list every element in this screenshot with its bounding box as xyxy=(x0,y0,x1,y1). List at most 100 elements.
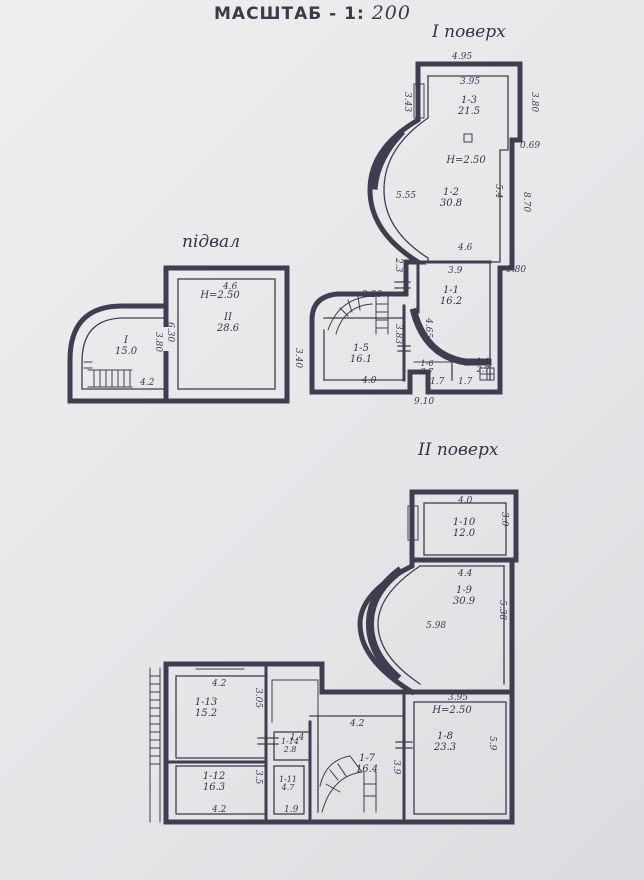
basement-dim-top: 4.6 xyxy=(223,282,238,292)
f1-dim-top-inner: 3.95 xyxy=(460,77,481,87)
floor2-plan xyxy=(149,489,519,825)
f2-room-1-14: 1-14 2.8 xyxy=(276,737,304,755)
room-id: 1-9 xyxy=(455,585,473,596)
f1-room-1-3: 1-3 21.5 xyxy=(454,95,484,117)
room-area: 30.8 xyxy=(439,197,463,209)
room-area: 30.9 xyxy=(452,595,476,607)
f1-room-1-4: 1-4 2.7 xyxy=(470,357,496,375)
floor1-outer-wall xyxy=(309,61,523,395)
f1-room-1-2-height: H=2.50 xyxy=(438,155,494,167)
room-area: 21.5 xyxy=(457,105,481,117)
room-id: 1-14 xyxy=(281,737,299,746)
f2-room-1-10: 1-10 12.0 xyxy=(444,517,484,539)
f2-dim-right-1-13: 3.05 xyxy=(253,688,263,709)
f1-dim-bottom-right: 0.80 xyxy=(506,265,527,275)
room-area: 15.0 xyxy=(114,345,138,357)
basement-title: підвал xyxy=(182,232,241,252)
f2-dim-top-1-10: 4.0 xyxy=(458,496,473,506)
room-id: 1-4 xyxy=(476,357,490,366)
room-area: 23.3 xyxy=(433,741,457,753)
room-height: H=2.50 xyxy=(200,290,240,301)
f1-dim-mid-width: 4.6 xyxy=(458,243,473,253)
floor1-stairs xyxy=(327,295,389,335)
f1-room-1-2: 1-2 30.8 xyxy=(434,187,468,209)
f1-dim-1-1-left: 2.3 xyxy=(393,258,403,273)
f1-dim-right-top: 3.80 xyxy=(529,92,539,113)
f1-dim-total-bottom: 9.10 xyxy=(414,397,435,407)
f1-dim-bottom-1-5: 4.0 xyxy=(362,376,377,386)
f1-dim-v-arc: 4.65 xyxy=(423,318,433,339)
f2-dim-right-1-9: 5.38 xyxy=(497,600,507,621)
basement-dim-v1: 3.80 xyxy=(153,332,163,353)
room-area: 15.2 xyxy=(194,707,218,719)
f1-dim-right-inner: 5.4 xyxy=(493,184,503,199)
f2-dim-left-1-7: 3.9 xyxy=(391,760,401,775)
basement-plan xyxy=(67,265,290,404)
f2-room-1-13: 1-13 15.2 xyxy=(188,697,224,719)
f2-room-1-11: 1-11 4.7 xyxy=(274,775,302,793)
f2-dim-arc-span: 5.98 xyxy=(426,621,447,631)
f1-dim-arc-width: 5.55 xyxy=(396,191,417,201)
basement-dim-v2: 6.30 xyxy=(165,322,175,343)
floor2-title: II поверх xyxy=(418,440,499,460)
room-id: 1-11 xyxy=(279,775,297,784)
room-area: 12.0 xyxy=(452,527,476,539)
room-area: 16.4 xyxy=(355,763,379,775)
room-id: I xyxy=(124,335,128,346)
f2-room-1-8: 1-8 23.3 xyxy=(428,731,462,753)
f2-room-1-9: 1-9 30.9 xyxy=(444,585,484,607)
room-height: H=2.50 xyxy=(446,155,486,166)
basement-room-II: II 28.6 xyxy=(200,312,256,334)
f2-dim-top-1-14: 1.4 xyxy=(290,733,305,743)
floor2-stairs xyxy=(319,755,377,813)
scale-value: 200 xyxy=(371,2,411,24)
f1-dim-1-1-width: 3.9 xyxy=(448,266,463,276)
room-id: 1-1 xyxy=(442,285,460,296)
room-id: 1-13 xyxy=(194,697,218,708)
f2-dim-bottom-1-12: 4.2 xyxy=(212,805,227,815)
f2-dim-top-1-7: 4.2 xyxy=(350,719,365,729)
basement-dim-bottom: 4.2 xyxy=(140,378,155,388)
floor2-lower-wall xyxy=(163,661,515,825)
f2-dim-right-1-12: 3.5 xyxy=(253,770,263,785)
room-id: 1-10 xyxy=(452,517,476,528)
f1-dim-stair-top: 3.20 xyxy=(362,290,383,300)
f1-dim-left-top: 3.43 xyxy=(402,92,412,113)
f1-dim-right-long: 8.70 xyxy=(521,192,531,213)
floor1-title: I поверх xyxy=(432,22,506,42)
basement-room-I: I 15.0 xyxy=(106,335,146,357)
f1-room-1-1: 1-1 16.2 xyxy=(434,285,468,307)
room-area: 2.8 xyxy=(283,745,297,755)
room-id: 1-5 xyxy=(352,343,370,354)
room-area: 16.2 xyxy=(439,295,463,307)
room-area: 2.7 xyxy=(476,365,490,375)
f2-dim-width-1-9: 4.4 xyxy=(458,569,473,579)
f2-room-1-8-height: H=2.50 xyxy=(422,705,482,717)
room-area: 16.1 xyxy=(349,353,373,365)
room-id: 1-3 xyxy=(460,95,478,106)
room-area: 28.6 xyxy=(216,322,240,334)
room-id: 1-7 xyxy=(358,753,376,764)
f2-room-1-7: 1-7 16.4 xyxy=(350,753,384,775)
room-id: 1-8 xyxy=(436,731,454,742)
f1-dim-right-mid: 0.69 xyxy=(520,141,541,151)
scale-title: МАСШТАБ - 1: 200 xyxy=(214,2,411,24)
room-area: 2.7 xyxy=(420,367,434,377)
f2-dim-top-1-8: 3.95 xyxy=(448,693,469,703)
f2-dim-right-1-10: 3.0 xyxy=(499,512,509,527)
f1-dim-bottom-1-6: 1.7 xyxy=(430,377,445,387)
room-height: H=2.50 xyxy=(432,705,472,716)
f2-dim-bottom-1-11: 1.9 xyxy=(284,805,299,815)
f1-dim-v-1-5: 3.83 xyxy=(393,324,403,345)
f2-room-1-12: 1-12 16.3 xyxy=(196,771,232,793)
f1-room-1-6: 1-6 2.7 xyxy=(414,359,440,377)
room-id: 1-6 xyxy=(420,359,434,368)
room-id: II xyxy=(224,312,232,323)
room-area: 4.7 xyxy=(281,783,295,793)
scale-label: МАСШТАБ - 1: xyxy=(214,4,365,24)
f1-dim-top-outer: 4.95 xyxy=(452,52,473,62)
f1-dim-left-1-5: 3.40 xyxy=(293,348,303,369)
f2-dim-right-1-8: 5.9 xyxy=(487,736,497,751)
